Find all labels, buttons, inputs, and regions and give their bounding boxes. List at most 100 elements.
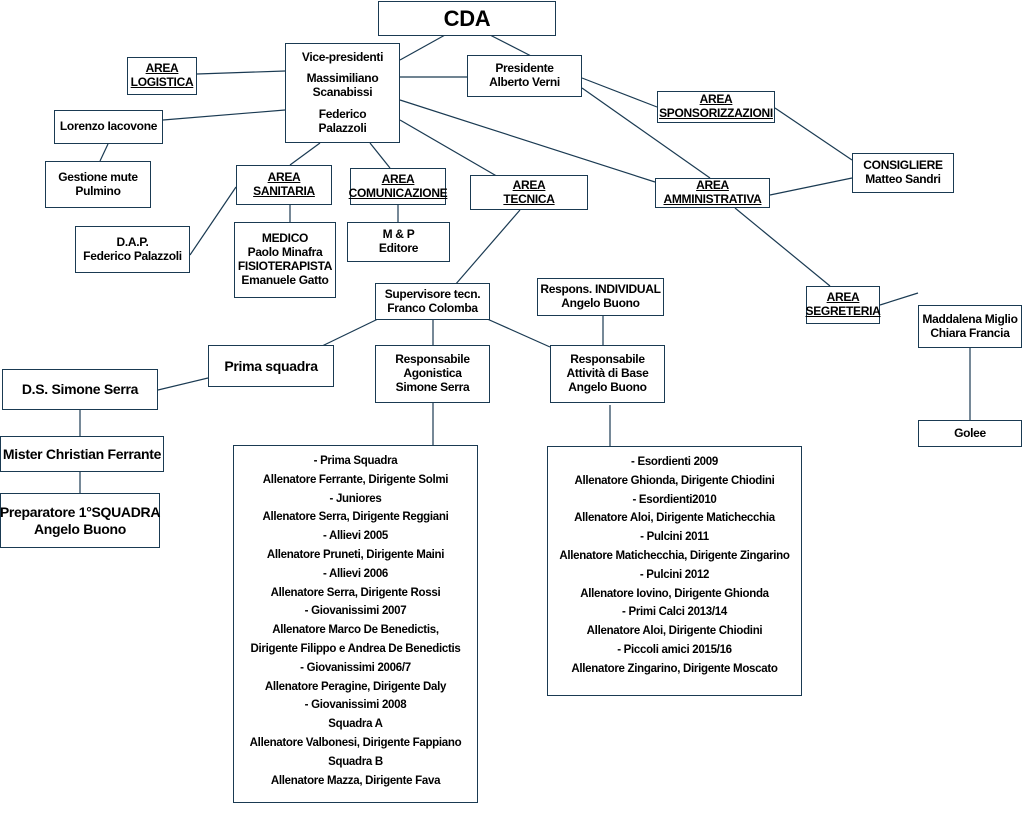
area-segreteria-line: SEGRETERIA [805, 304, 881, 318]
medico-line: Emanuele Gatto [241, 272, 329, 287]
base-teams-box: - Esordienti 2009 Allenatore Ghionda, Di… [547, 446, 802, 696]
dap-line: D.A.P. [116, 234, 149, 249]
presidente-box: Presidente Alberto Verni [467, 55, 582, 97]
supervisore-line: Franco Colomba [387, 300, 478, 315]
resp-base-line: Responsabile [570, 352, 645, 367]
team-line: - Prima Squadra [313, 455, 398, 467]
area-sponsorizzazioni-line: SPONSORIZZAZIONI [659, 106, 773, 120]
segreteria-staff-box: Maddalena Miglio Chiara Francia [918, 305, 1022, 348]
medico-line: Paolo Minafra [247, 245, 323, 260]
preparatore-line: Angelo Buono [33, 520, 127, 537]
team-line: Allenatore Marco De Benedictis, [272, 624, 439, 637]
cda-label: CDA [443, 5, 491, 31]
team-line: - Giovanissimi 2006/7 [300, 661, 411, 674]
team-line: Squadra A [328, 718, 383, 731]
team-line: Allenatore Ferrante, Dirigente Solmi [262, 473, 449, 486]
area-amministrativa-line: AREA [696, 178, 729, 193]
resp-agonistica-line: Responsabile [395, 352, 470, 367]
team-line: - Pulcini 2011 [640, 531, 709, 544]
area-sanitaria-box: AREA SANITARIA [236, 165, 332, 205]
resp-agonistica-box: Responsabile Agonistica Simone Serra [375, 345, 490, 403]
area-segreteria-box: AREA SEGRETERIA [805, 286, 881, 324]
team-line: Allenatore Mazza, Dirigente Fava [270, 774, 441, 787]
ds-box: D.S. Simone Serra [2, 369, 158, 410]
segreteria-staff-line: Chiara Francia [930, 325, 1010, 340]
medico-line: FISIOTERAPISTA [237, 259, 333, 273]
resp-agonistica-line: Simone Serra [395, 379, 470, 394]
area-logistica-box: AREA LOGISTICA [127, 57, 197, 95]
vice-name-line: Massimiliano [306, 71, 379, 86]
team-line: Squadra B [328, 755, 383, 768]
golee-label: Golee [954, 425, 986, 440]
area-comunicazione-line: COMUNICAZIONE [348, 185, 448, 200]
resp-base-line: Angelo Buono [568, 379, 647, 394]
team-line: Allenatore Matichecchia, Dirigente Zinga… [559, 549, 790, 562]
area-amministrativa-line: AMMINISTRATIVA [663, 192, 762, 206]
area-segreteria-line: AREA [826, 290, 860, 305]
mp-line: Editore [378, 241, 419, 255]
team-line: - Piccoli amici 2015/16 [617, 643, 732, 656]
team-line: Allenatore Aloi, Dirigente Chiodini [586, 625, 763, 638]
area-comunicazione-box: AREA COMUNICAZIONE [348, 168, 448, 205]
supervisore-line: Supervisore tecn. [384, 286, 481, 301]
team-line: Allenatore Serra, Dirigente Rossi [270, 586, 441, 599]
team-line: - Allievi 2006 [322, 567, 389, 580]
team-line: - Esordienti 2009 [631, 456, 718, 468]
supervisore-box: Supervisore tecn. Franco Colomba [375, 283, 490, 320]
golee-box: Golee [918, 420, 1022, 447]
dap-box: D.A.P. Federico Palazzoli [75, 226, 190, 273]
presidente-role: Presidente [495, 61, 554, 76]
team-line: Dirigente Filippo e Andrea De Benedictis [250, 642, 461, 655]
agonistica-teams-box: - Prima Squadra Allenatore Ferrante, Dir… [233, 445, 478, 803]
area-sanitaria-line: SANITARIA [253, 184, 315, 198]
team-line: - Primi Calci 2013/14 [622, 606, 727, 619]
area-sponsorizzazioni-box: AREA SPONSORIZZAZIONI [657, 91, 775, 123]
area-tecnica-box: AREA TECNICA [470, 175, 588, 210]
team-line: Allenatore Peragine, Dirigente Daly [264, 680, 447, 693]
vice-name-line: Scanabissi [312, 85, 373, 100]
medico-box: MEDICO Paolo Minafra FISIOTERAPISTA Eman… [234, 222, 336, 298]
team-line: Allenatore Aloi, Dirigente Matichecchia [574, 512, 775, 525]
gestione-line: Pulmino [75, 183, 121, 198]
cda-box: CDA [378, 1, 556, 36]
team-line: Allenatore Valbonesi, Dirigente Fappiano [249, 736, 462, 749]
area-sponsorizzazioni-line: AREA [699, 92, 733, 107]
individual-line: Respons. INDIVIDUAL [540, 282, 661, 297]
mp-line: M & P [382, 227, 415, 242]
dap-line: Federico Palazzoli [83, 248, 182, 263]
area-tecnica-line: AREA [512, 177, 546, 192]
area-logistica-line: LOGISTICA [130, 75, 194, 89]
consigliere-line: Matteo Sandri [865, 172, 941, 186]
individual-line: Angelo Buono [561, 296, 640, 310]
mp-editore-box: M & P Editore [347, 222, 450, 262]
team-line: Allenatore Ghionda, Dirigente Chiodini [574, 474, 775, 487]
prima-squadra-label: Prima squadra [224, 357, 318, 374]
team-line: - Pulcini 2012 [639, 568, 710, 581]
area-comunicazione-line: AREA [381, 171, 415, 186]
resp-base-line: Attività di Base [566, 366, 649, 381]
area-logistica-line: AREA [145, 61, 179, 76]
consigliere-box: CONSIGLIERE Matteo Sandri [852, 153, 954, 193]
prima-squadra-box: Prima squadra [208, 345, 334, 387]
individual-box: Respons. INDIVIDUAL Angelo Buono [537, 278, 664, 316]
medico-line: MEDICO [261, 231, 309, 246]
vice-title: Vice-presidenti [301, 49, 384, 64]
area-tecnica-line: TECNICA [503, 191, 555, 206]
team-line: Allenatore Serra, Dirigente Reggiani [262, 511, 449, 524]
resp-base-box: Responsabile Attività di Base Angelo Buo… [550, 345, 665, 403]
team-line: Allenatore Zingarino, Dirigente Moscato [571, 662, 778, 675]
vice-name-line: Palazzoli [318, 120, 367, 135]
preparatore-box: Preparatore 1°SQUADRA Angelo Buono [0, 493, 160, 548]
consigliere-line: CONSIGLIERE [863, 158, 943, 173]
vice-name-line: Federico [318, 106, 367, 121]
team-line: - Giovanissimi 2007 [304, 605, 407, 618]
preparatore-line: Preparatore 1°SQUADRA [0, 504, 161, 521]
area-amministrativa-box: AREA AMMINISTRATIVA [655, 178, 770, 208]
resp-agonistica-line: Agonistica [403, 366, 462, 381]
mister-box: Mister Christian Ferrante [0, 436, 164, 472]
team-line: - Esordienti2010 [632, 493, 717, 506]
lorenzo-box: Lorenzo Iacovone [54, 110, 163, 144]
gestione-line: Gestione mute [58, 169, 138, 184]
